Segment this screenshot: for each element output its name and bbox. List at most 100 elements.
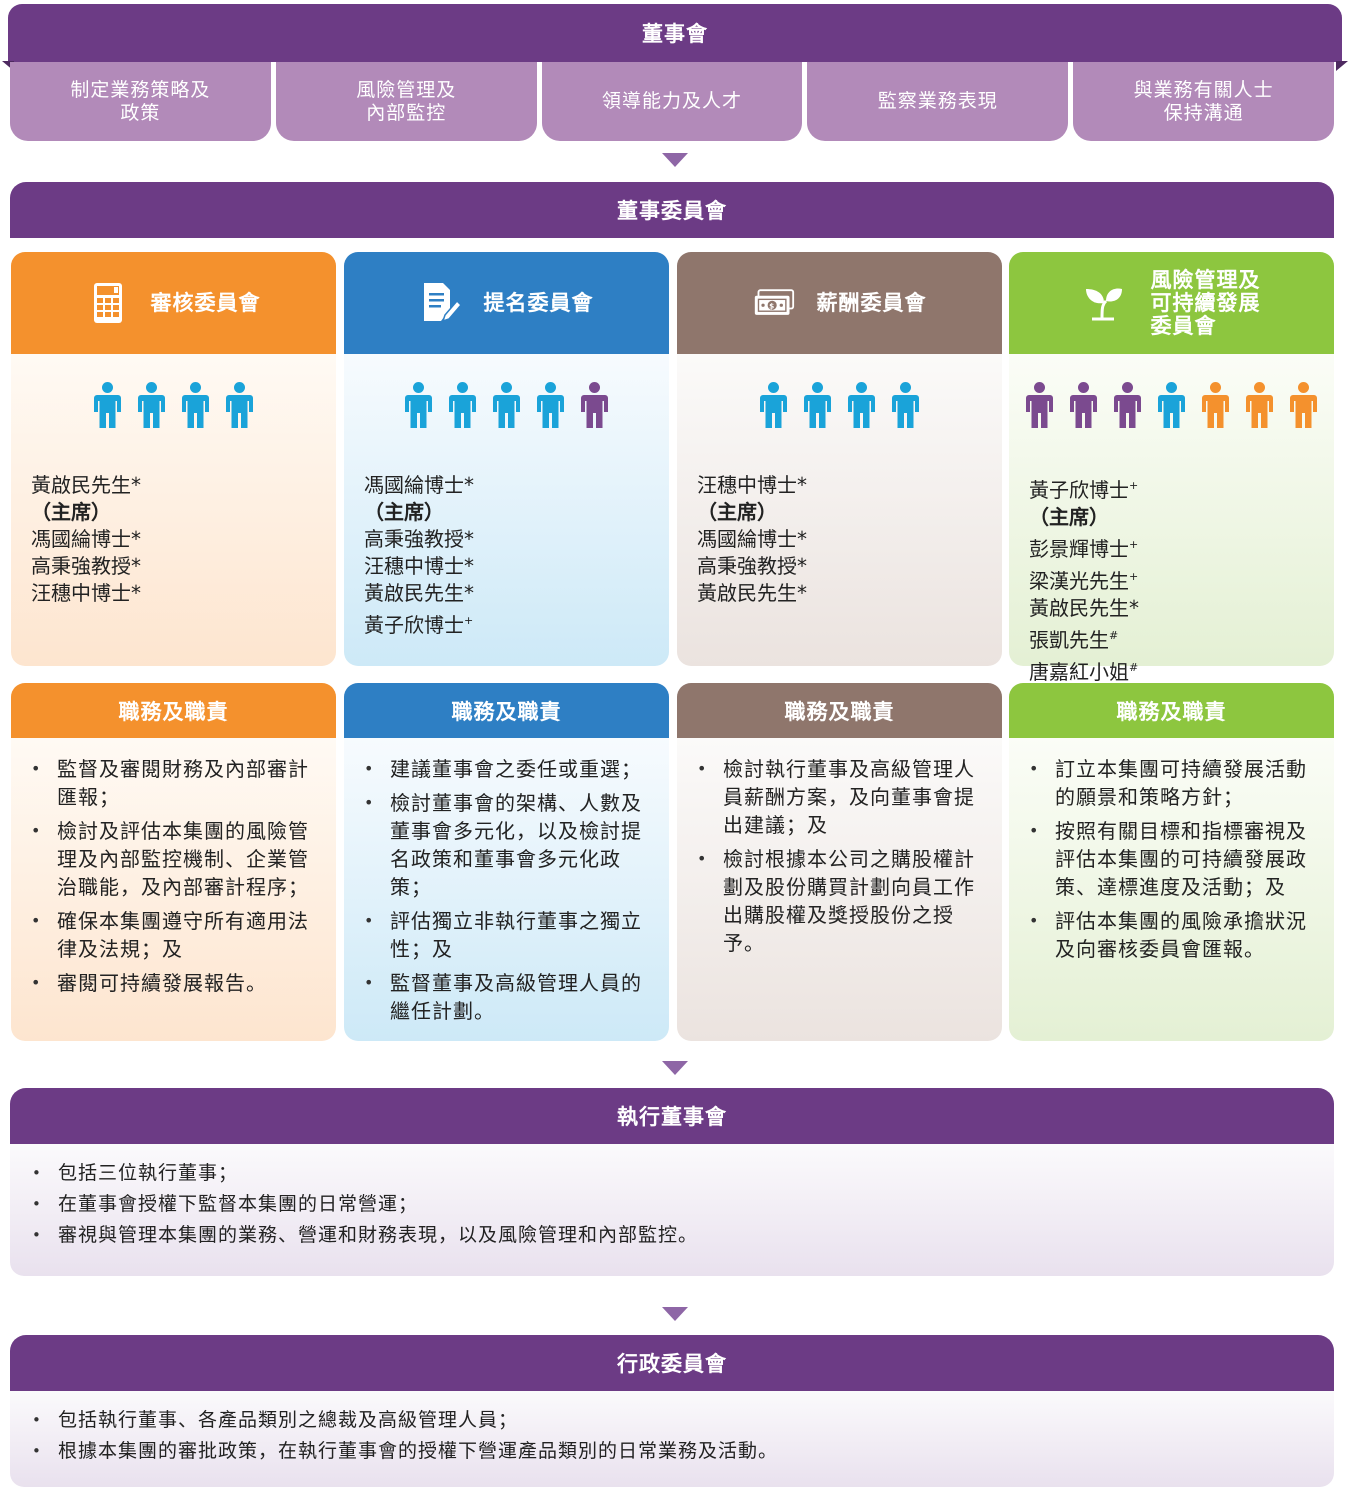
duties-header: 職務及職責: [11, 683, 336, 738]
member-name: （主席）: [364, 500, 444, 524]
committee-title: 風險管理及 可持續發展 委員會: [1150, 267, 1261, 338]
member-figures: [344, 382, 669, 432]
duties-header: 職務及職責: [344, 683, 669, 738]
person-icon: [405, 382, 432, 428]
board-function-label: 監察業務表現: [877, 90, 998, 112]
member-name: 馮國綸博士*: [364, 473, 474, 497]
board-function: 監察業務表現: [807, 62, 1069, 141]
member-name: 高秉強教授*: [31, 554, 141, 578]
member-name: 馮國綸博士*: [697, 527, 807, 551]
person-icon: [1114, 382, 1141, 428]
member-name: 高秉強教授*: [364, 527, 474, 551]
list-item: 包括三位執行董事；: [32, 1158, 1314, 1189]
member-list: 黃子欣博士+（主席）彭景輝博士+梁漢光先生+黃啟民先生*張凱先生#唐嘉紅小姐#張…: [1029, 472, 1334, 718]
list-item: 包括執行董事、各產品類別之總裁及高級管理人員；: [32, 1405, 1314, 1436]
person-icon: [1026, 382, 1053, 428]
committee-title: 薪酬委員會: [816, 291, 927, 315]
duty-item: 審閱可持續發展報告。: [27, 969, 312, 997]
board-title: 董事會: [642, 22, 708, 46]
duties-header: 職務及職責: [677, 683, 1002, 738]
nomination-committee-header: 提名委員會: [344, 252, 669, 354]
nomination-committee-members: 馮國綸博士* （主席） 高秉強教授* 汪穗中博士* 黃啟民先生* 黃子欣博士+: [344, 354, 669, 666]
committees-banner: 董事委員會: [10, 182, 1334, 238]
person-icon: [94, 382, 121, 428]
duties-title: 職務及職責: [118, 699, 229, 724]
person-icon: [848, 382, 875, 428]
duties-list: 建議董事會之委任或重選； 檢討董事會的架構、人數及董事會多元化，以及檢討提名政策和…: [344, 738, 669, 1041]
member-name: 梁漢光先生+: [1029, 569, 1139, 593]
ribbon-fold-left: [2, 61, 14, 71]
person-icon: [581, 382, 608, 428]
remuneration-committee-header: $ 薪酬委員會: [677, 252, 1002, 354]
member-name: 高秉強教授*: [697, 554, 807, 578]
member-name: （主席）: [697, 500, 777, 524]
person-icon: [760, 382, 787, 428]
member-name: 黃子欣博士+: [1029, 478, 1139, 502]
member-list: 馮國綸博士* （主席） 高秉強教授* 汪穗中博士* 黃啟民先生* 黃子欣博士+: [364, 472, 669, 639]
person-icon: [493, 382, 520, 428]
svg-text:$: $: [769, 301, 775, 310]
audit-committee-header: 審核委員會: [11, 252, 336, 354]
down-arrow-icon: [662, 1061, 688, 1075]
person-icon: [892, 382, 919, 428]
remuneration-committee-members: 汪穗中博士*（主席）馮國綸博士*高秉強教授*黃啟民先生*: [677, 354, 1002, 666]
member-name: 黃子欣博士+: [364, 613, 474, 637]
duties-title: 職務及職責: [784, 699, 895, 724]
member-name: 黃啟民先生*: [697, 581, 807, 605]
member-list: 黃啟民先生*（主席）馮國綸博士*高秉強教授*汪穗中博士*: [31, 472, 336, 607]
duties-header: 職務及職責: [1009, 683, 1334, 738]
list-item: 在董事會授權下監督本集團的日常營運；: [32, 1189, 1314, 1220]
person-icon: [1246, 382, 1273, 428]
duty-item: 檢討根據本公司之購股權計劃及股份購買計劃向員工作出購股權及獎授股份之授予。: [693, 845, 978, 957]
list-item: 根據本集團的審批政策，在執行董事會的授權下營運產品類別的日常業務及活動。: [32, 1436, 1314, 1467]
person-icon: [1290, 382, 1317, 428]
member-figures: [677, 382, 1002, 432]
member-figures: [1009, 382, 1334, 432]
board-function-label: 領導能力及人才: [601, 90, 742, 112]
member-name: 黃啟民先生*: [364, 581, 474, 605]
sprout-icon: [1083, 280, 1125, 326]
board-function: 制定業務策略及 政策: [10, 62, 271, 141]
person-icon: [449, 382, 476, 428]
committee-title: 審核委員會: [150, 291, 261, 315]
member-name: （主席）: [1029, 505, 1109, 529]
member-name: 唐嘉紅小姐#: [1029, 660, 1139, 684]
list-item: 審視與管理本集團的業務、營運和財務表現，以及風險管理和內部監控。: [32, 1220, 1314, 1251]
duty-item: 按照有關目標和指標審視及評估本集團的可持續發展政策、達標進度及活動；及: [1025, 817, 1310, 901]
board-functions: 制定業務策略及 政策 風險管理及 內部監控 領導能力及人才 監察業務表現 與業務…: [10, 62, 1334, 141]
duty-item: 檢討董事會的架構、人數及董事會多元化，以及檢討提名政策和董事會多元化政策；: [360, 789, 645, 901]
duties-list: 訂立本集團可持續發展活動的願景和策略方針； 按照有關目標和指標審視及評估本集團的可…: [1009, 738, 1334, 1041]
duties-list: 監督及審閱財務及內部審計匯報； 檢討及評估本集團的風險管理及內部監控機制、企業管治…: [11, 738, 336, 1041]
executive-board-title: 執行董事會: [617, 1105, 727, 1129]
duties-title: 職務及職責: [451, 699, 562, 724]
member-name: 汪穗中博士*: [364, 554, 474, 578]
board-function-label: 與業務有關人士 保持溝通: [1133, 78, 1274, 124]
executive-board-banner: 執行董事會: [10, 1088, 1334, 1144]
duty-item: 建議董事會之委任或重選；: [360, 755, 645, 783]
duty-item: 評估本集團的風險承擔狀況及向審核委員會匯報。: [1025, 907, 1310, 963]
member-name: 黃啟民先生*: [1029, 596, 1139, 620]
down-arrow-icon: [662, 1307, 688, 1321]
executive-committee-banner: 行政委員會: [10, 1335, 1334, 1391]
member-name: 馮國綸博士*: [31, 527, 141, 551]
calculator-icon: [87, 280, 129, 326]
duty-item: 評估獨立非執行董事之獨立性；及: [360, 907, 645, 963]
duty-item: 訂立本集團可持續發展活動的願景和策略方針；: [1025, 755, 1310, 811]
document-pen-icon: [420, 280, 462, 326]
member-name: 汪穗中博士*: [31, 581, 141, 605]
duty-item: 檢討執行董事及高級管理人員薪酬方案，及向董事會提出建議；及: [693, 755, 978, 839]
board-function-label: 風險管理及 內部監控: [356, 78, 457, 124]
board-function-label: 制定業務策略及 政策: [70, 78, 211, 124]
risk-sustainability-committee-header: 風險管理及 可持續發展 委員會: [1009, 252, 1334, 354]
duty-item: 確保本集團遵守所有適用法律及法規；及: [27, 907, 312, 963]
executive-committee-body: 包括執行董事、各產品類別之總裁及高級管理人員；根據本集團的審批政策，在執行董事會…: [10, 1391, 1334, 1487]
duty-item: 檢討及評估本集團的風險管理及內部監控機制、企業管治職能，及內部審計程序；: [27, 817, 312, 901]
board-banner: 董事會: [2, 4, 1348, 71]
member-name: 張凱先生#: [1029, 628, 1119, 652]
executive-committee-title: 行政委員會: [617, 1352, 727, 1376]
person-icon: [138, 382, 165, 428]
money-icon: $: [753, 280, 795, 326]
duty-item: 監督及審閱財務及內部審計匯報；: [27, 755, 312, 811]
duties-title: 職務及職責: [1116, 699, 1227, 724]
board-function: 領導能力及人才: [541, 62, 803, 141]
